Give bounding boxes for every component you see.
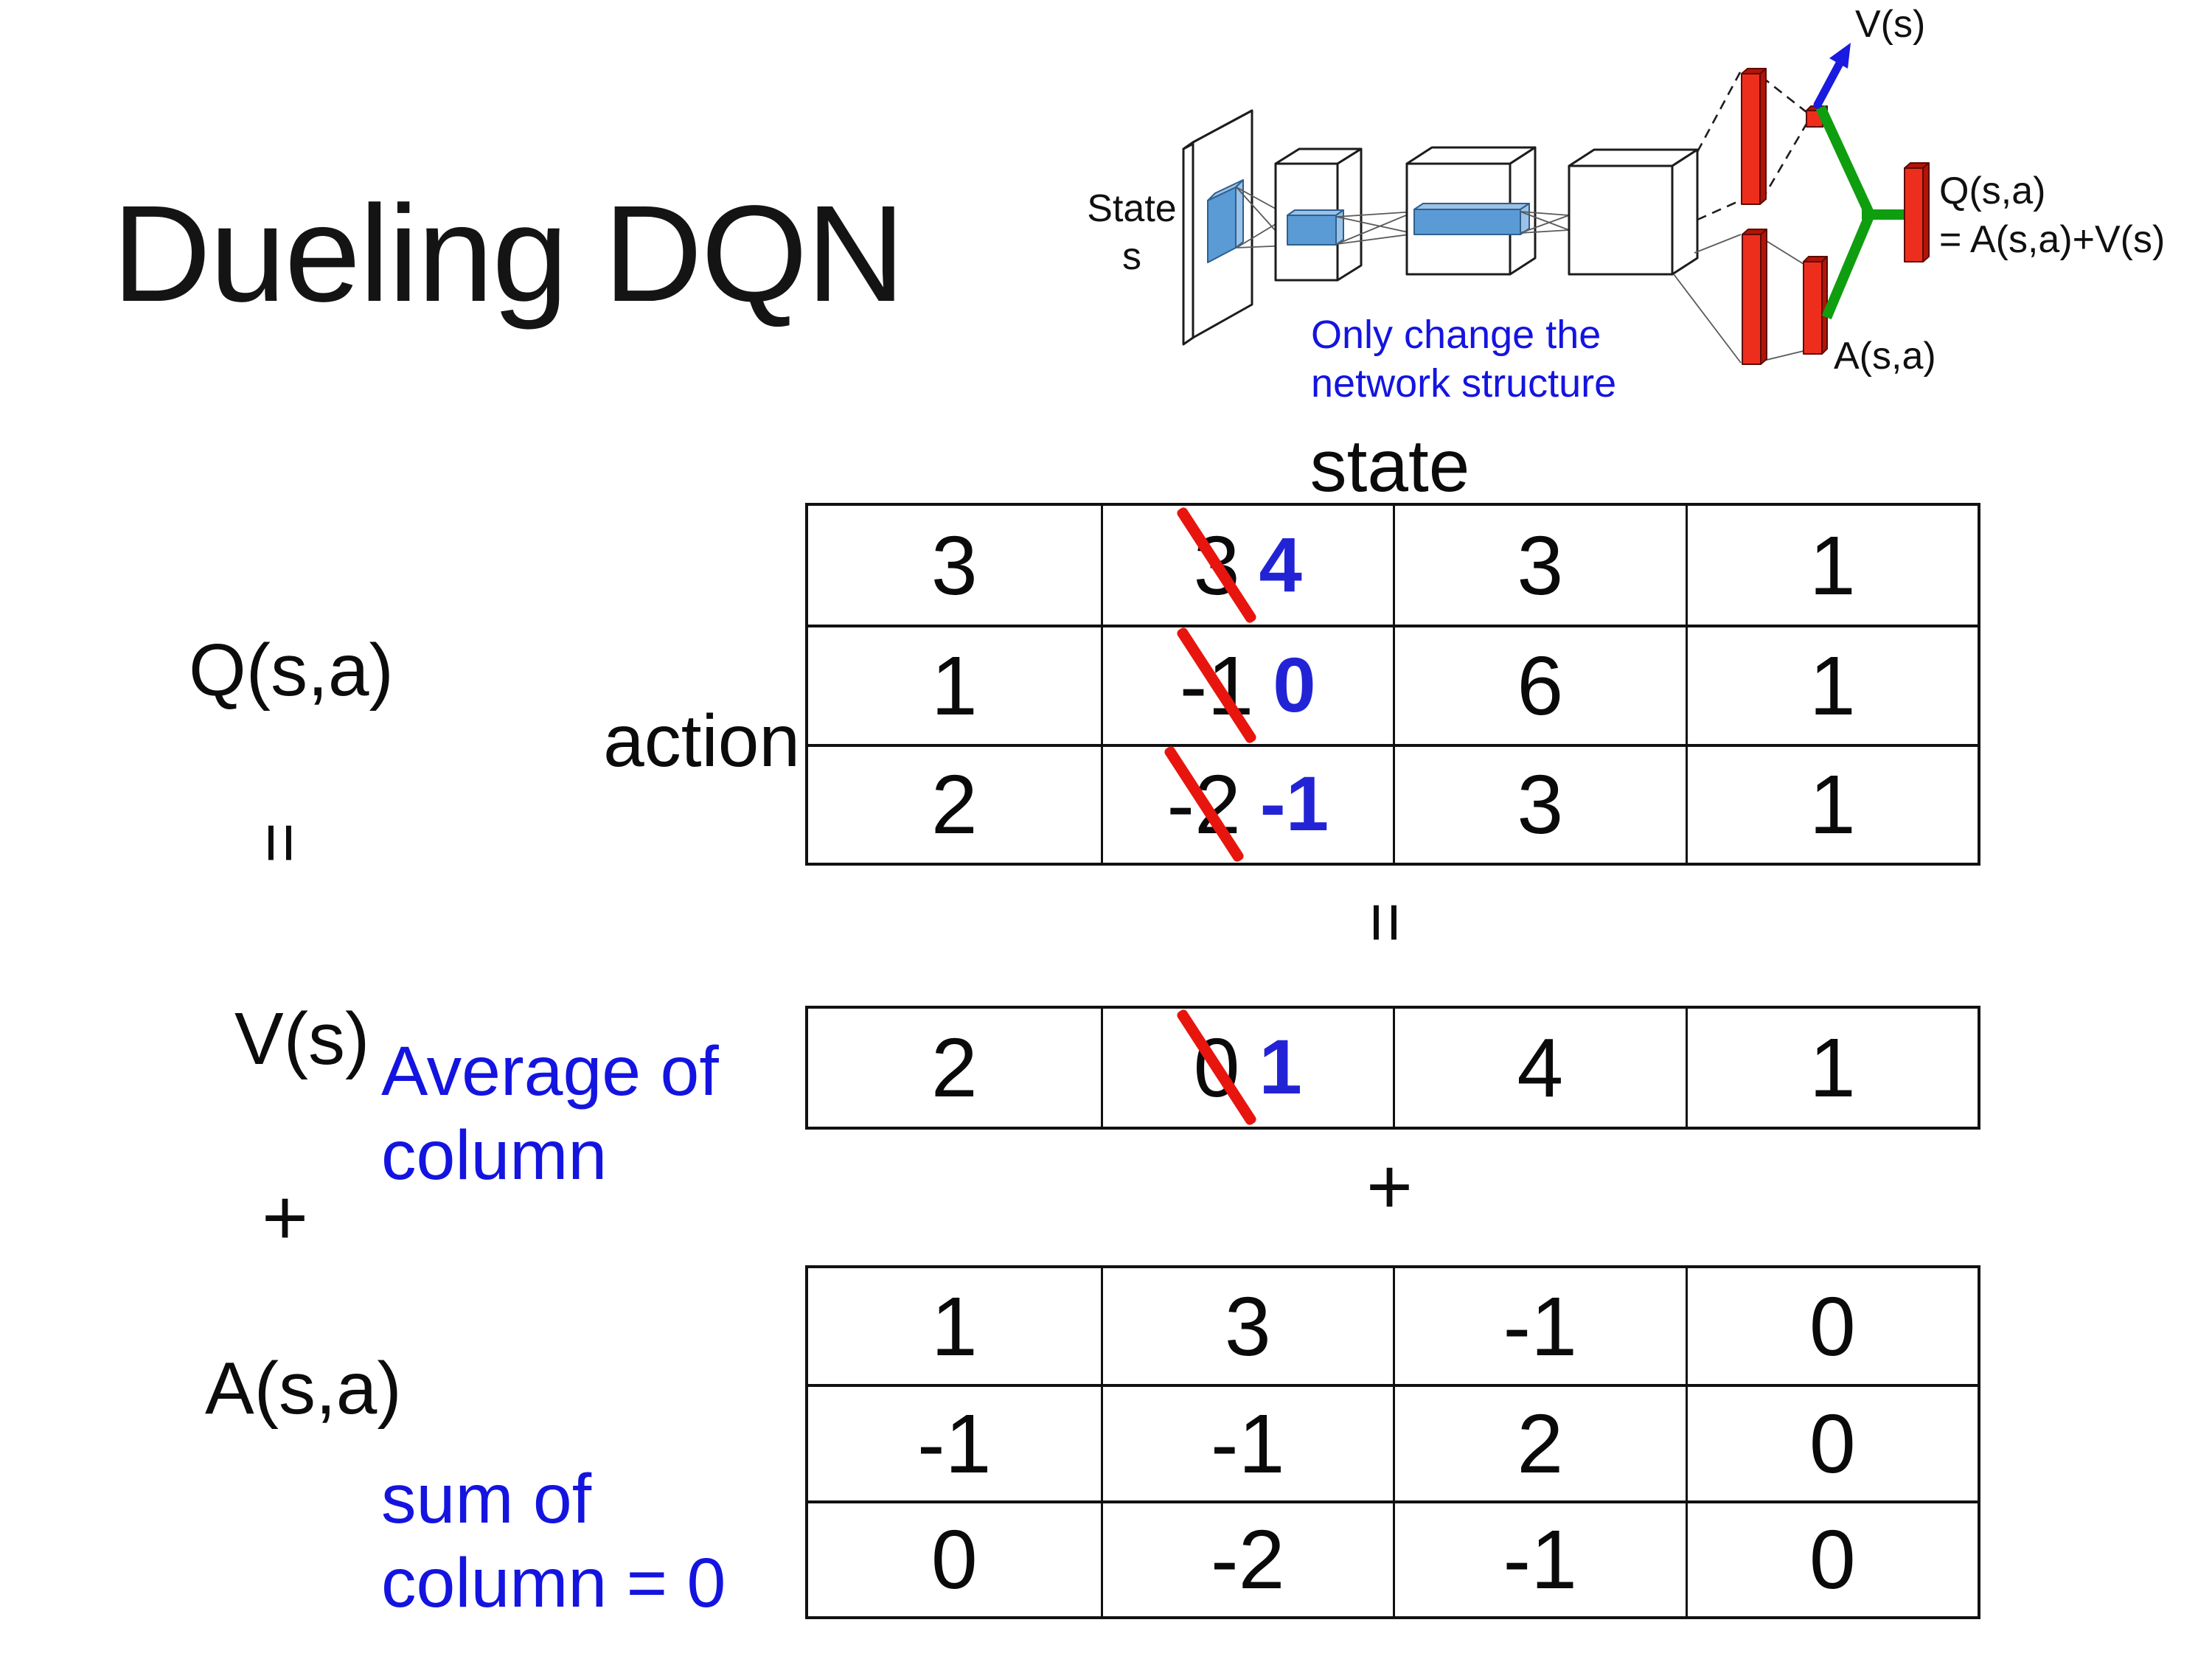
table-cell: 3 4 xyxy=(1100,506,1394,625)
table-cell: 1 xyxy=(1685,1009,1978,1127)
network-diagram: State s V(s) Q(s,a) = A(s,a)+V(s) A(s,a)… xyxy=(1087,3,2165,406)
table-cell: -1 0 xyxy=(1100,625,1393,744)
q-output-label: Q(s,a) xyxy=(1939,170,2045,212)
corrected-value: 0 xyxy=(1273,641,1316,728)
network-note-line2: network structure xyxy=(1311,361,1616,406)
equals-sign-left: = xyxy=(241,821,321,864)
table-cell: 2 xyxy=(808,743,1101,863)
table-cell: 0 1 xyxy=(1100,1009,1394,1127)
aggregator-connector xyxy=(1815,105,1909,320)
table-cell: 3 xyxy=(1393,506,1686,625)
table-cell: 2 xyxy=(1393,1384,1686,1500)
table-cell: 0 xyxy=(1685,1268,1978,1385)
a-output-label: A(s,a) xyxy=(1834,335,1936,378)
table-cell: 0 xyxy=(1685,1500,1978,1616)
crossed-value: 0 xyxy=(1193,1021,1240,1114)
table-cell: -1 xyxy=(808,1384,1101,1500)
average-note: Average of column xyxy=(381,1029,719,1197)
state-input-label: State xyxy=(1087,187,1176,230)
q-output-bar xyxy=(1904,162,1930,262)
sum-note: sum of column = 0 xyxy=(381,1457,726,1625)
conv-cone-lines xyxy=(1520,211,1570,234)
corrected-value: 4 xyxy=(1259,521,1302,608)
corrected-value: -1 xyxy=(1259,761,1329,848)
table-cell: 1 xyxy=(1685,506,1978,625)
value-arrow xyxy=(1813,43,1851,109)
value-stream-links xyxy=(1696,72,1808,221)
table-cell: 2 xyxy=(931,1021,978,1114)
corrected-value: 1 xyxy=(1259,1024,1302,1110)
table-cell: 1 xyxy=(1685,743,1978,863)
plus-sign-left: + xyxy=(262,1172,309,1262)
advantage-stream-links xyxy=(1673,234,1804,364)
feature-map-2 xyxy=(1413,203,1530,235)
q-output-formula: = A(s,a)+V(s) xyxy=(1939,218,2165,261)
state-input-label-s: s xyxy=(1122,235,1141,278)
feature-map-1 xyxy=(1287,209,1344,246)
table-cell: -2 -1 xyxy=(1100,743,1393,863)
table-cell: 6 xyxy=(1393,625,1686,744)
a-table: 1 3 -1 0 -1 -1 2 0 0 -2 -1 0 xyxy=(805,1265,1980,1619)
table-cell: 3 xyxy=(931,518,978,612)
table-cell: 3 xyxy=(1393,743,1686,863)
crossed-value: -2 xyxy=(1166,758,1241,852)
plus-sign-center: + xyxy=(1366,1141,1413,1231)
advantage-node-bar xyxy=(1803,256,1828,355)
action-label: action xyxy=(603,700,800,782)
crossed-value: -1 xyxy=(1179,639,1254,732)
equals-sign-center: = xyxy=(1346,901,1426,944)
crossed-value: 3 xyxy=(1193,518,1240,612)
table-cell: -1 xyxy=(1393,1268,1686,1385)
network-note-line1: Only change the xyxy=(1311,313,1601,357)
v-output-label: V(s) xyxy=(1855,3,1925,46)
table-cell: 1 xyxy=(1685,625,1978,744)
average-note-line2: column xyxy=(381,1116,608,1194)
v-table: 2 0 1 4 1 xyxy=(805,1006,1980,1130)
conv-cone-lines xyxy=(1336,211,1416,245)
a-matrix-label: A(s,a) xyxy=(205,1347,402,1430)
advantage-stream-bar xyxy=(1742,229,1767,365)
sum-note-line1: sum of xyxy=(381,1460,592,1538)
value-stream-bar xyxy=(1741,68,1767,205)
table-cell: 1 xyxy=(931,1279,978,1373)
table-cell: 4 xyxy=(1393,1009,1686,1127)
v-vector-label: V(s) xyxy=(234,998,370,1080)
table-cell: 1 xyxy=(808,625,1101,743)
table-cell: 0 xyxy=(808,1500,1101,1616)
average-note-line1: Average of xyxy=(381,1032,719,1110)
table-cell: 3 xyxy=(1100,1268,1394,1385)
table-cell: -1 xyxy=(1393,1500,1686,1616)
fc-layer xyxy=(1568,148,1699,276)
state-header: state xyxy=(1310,425,1470,507)
q-matrix-label: Q(s,a) xyxy=(189,629,394,712)
q-table: 3 3 4 3 1 1 -1 0 6 1 2 -2 -1 3 1 xyxy=(805,503,1980,866)
table-cell: -1 xyxy=(1100,1384,1393,1500)
page-title: Dueling DQN xyxy=(112,178,905,330)
sum-note-line2: column = 0 xyxy=(381,1544,726,1622)
table-cell: -2 xyxy=(1100,1500,1393,1616)
table-cell: 0 xyxy=(1685,1384,1978,1500)
conv-filter-icon xyxy=(1207,179,1244,263)
